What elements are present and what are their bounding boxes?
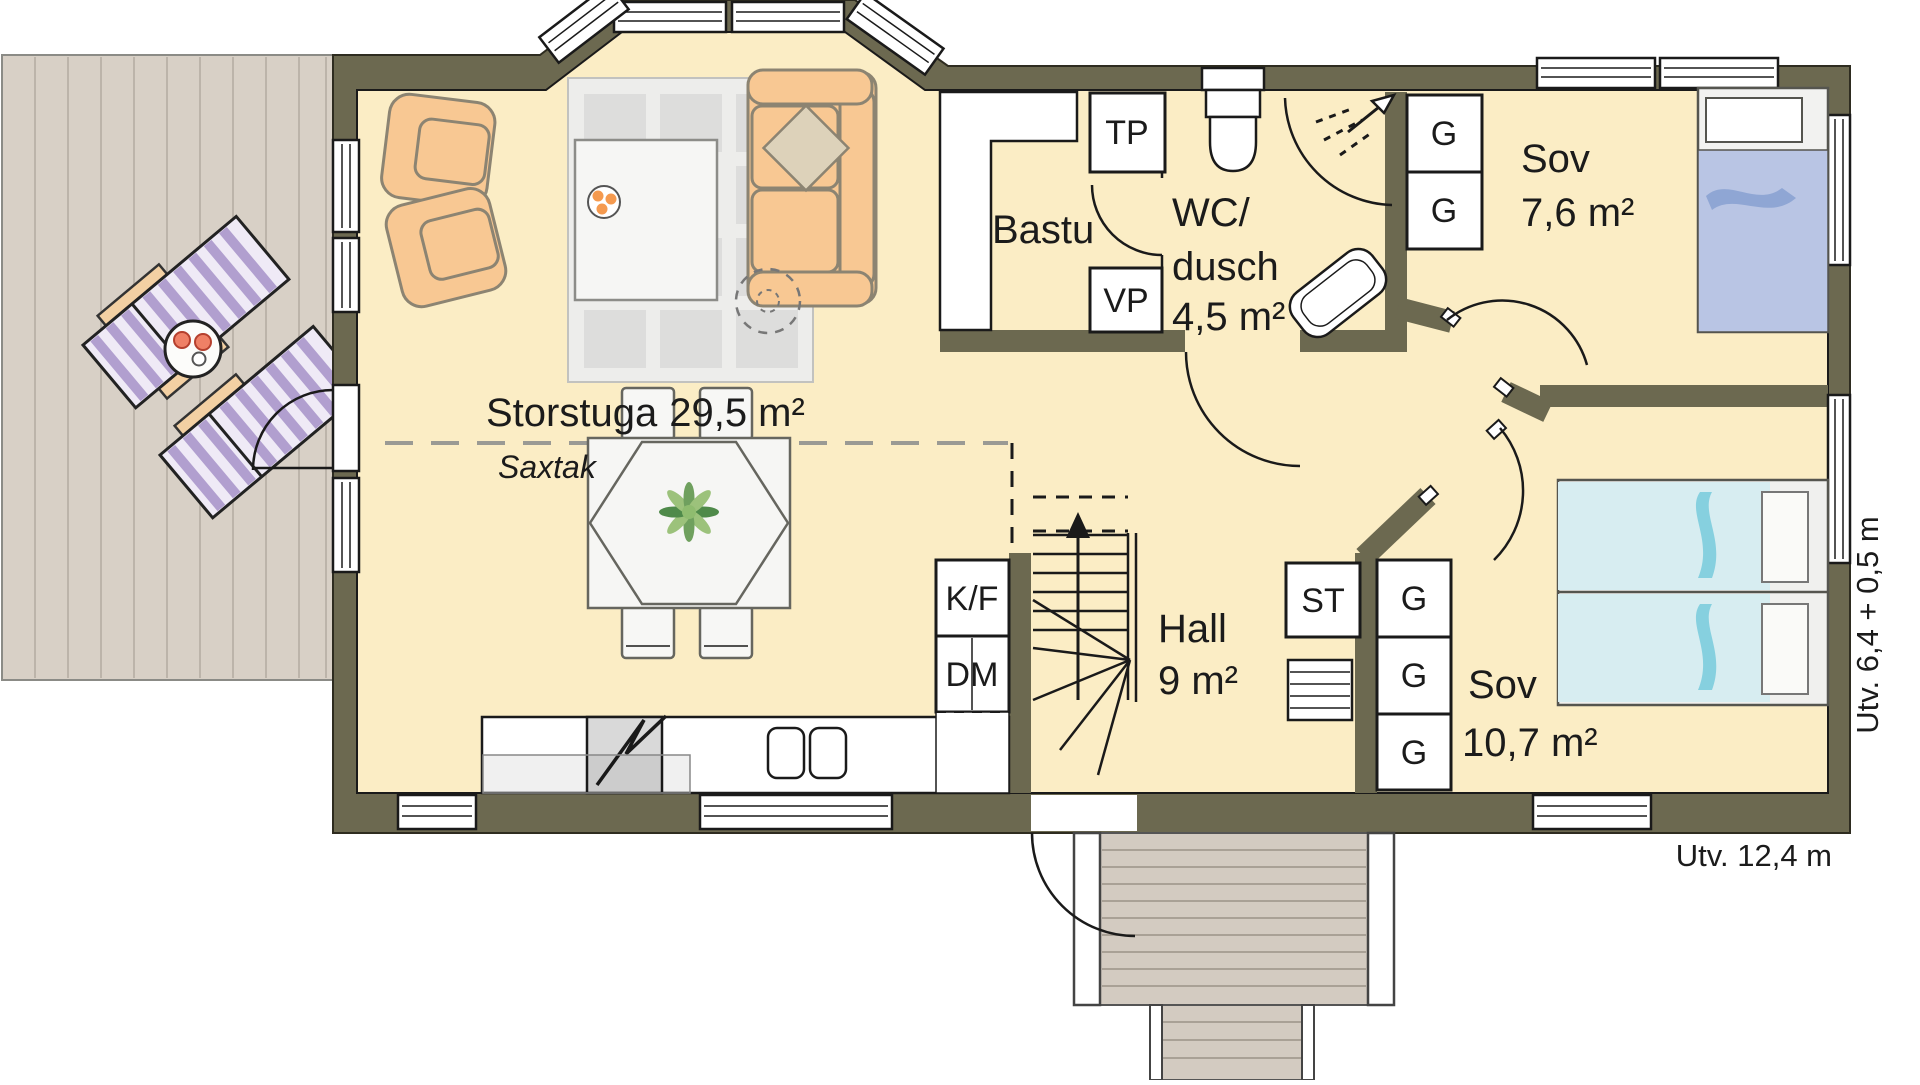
window bbox=[396, 793, 478, 831]
sov1-label: Sov bbox=[1521, 137, 1590, 181]
wardrobe-box bbox=[1405, 170, 1484, 251]
plant-icon bbox=[659, 482, 719, 542]
hall-label: Hall bbox=[1158, 607, 1227, 651]
wc-label-2: dusch bbox=[1172, 245, 1279, 289]
window bbox=[698, 793, 894, 831]
dishwasher-box bbox=[934, 634, 1011, 714]
wardrobe-label: G bbox=[1401, 734, 1427, 772]
tp-cabinet bbox=[1088, 91, 1167, 174]
toilet-icon bbox=[1200, 66, 1266, 173]
wardrobe-label: G bbox=[1401, 580, 1427, 618]
wardrobe-label: G bbox=[1431, 115, 1457, 153]
sink-icon bbox=[766, 726, 848, 780]
room-sov-large bbox=[1375, 427, 1830, 792]
bathtub-icon bbox=[1288, 247, 1388, 339]
entry-porch bbox=[1030, 831, 1396, 1081]
room-wc-dusch bbox=[1184, 66, 1397, 468]
wardrobe-label: G bbox=[1401, 657, 1427, 695]
window bbox=[1531, 793, 1653, 831]
radiator-icon bbox=[1286, 658, 1354, 722]
room-bastu bbox=[1088, 91, 1167, 334]
deck-door bbox=[251, 383, 361, 473]
bed-icon bbox=[1696, 86, 1830, 334]
porch-railing bbox=[1366, 831, 1396, 1007]
sofa-icon bbox=[746, 68, 878, 308]
dimensions: Utv. 12,4 m Utv. 6,4 + 0,5 m bbox=[1676, 516, 1885, 873]
wardrobe-box bbox=[1375, 635, 1453, 716]
wardrobe-box bbox=[1375, 712, 1453, 792]
saxtak-label: Saxtak bbox=[498, 449, 598, 485]
wardrobe-box bbox=[1405, 93, 1484, 174]
window bbox=[537, 0, 631, 65]
counter-end bbox=[935, 711, 1010, 794]
interior-walls bbox=[940, 92, 1828, 793]
hall bbox=[1032, 495, 1362, 776]
window bbox=[331, 476, 361, 574]
wc-label-1: WC/ bbox=[1172, 191, 1251, 235]
tp-label: TP bbox=[1105, 114, 1148, 152]
dining-table bbox=[586, 386, 792, 660]
sov2-label: Sov bbox=[1468, 663, 1537, 707]
shower-screen-arc bbox=[1283, 97, 1393, 207]
wc-door-arc bbox=[1184, 351, 1301, 468]
wardrobe-box bbox=[1375, 558, 1453, 639]
armchair-icon bbox=[380, 92, 497, 208]
deck bbox=[1, 54, 369, 681]
vp-cabinet bbox=[1088, 266, 1164, 334]
kf-label: K/F bbox=[946, 580, 999, 618]
closet-outline bbox=[938, 90, 1079, 332]
porch-planks bbox=[1102, 849, 1366, 987]
hall-area: 9 m² bbox=[1158, 659, 1238, 703]
dm-label: DM bbox=[946, 656, 999, 694]
window bbox=[844, 0, 946, 77]
armchair-icon bbox=[384, 187, 508, 309]
window bbox=[612, 0, 728, 34]
cushion bbox=[761, 103, 851, 193]
vp-label: VP bbox=[1103, 282, 1148, 320]
depth-dimension: Utv. 6,4 + 0,5 m bbox=[1850, 516, 1885, 733]
wc-area: 4,5 m² bbox=[1172, 295, 1285, 339]
window bbox=[1535, 56, 1657, 90]
wardrobe-label: G bbox=[1431, 192, 1457, 230]
twin-beds-icon bbox=[1556, 478, 1830, 707]
room-storstuga bbox=[380, 68, 1014, 795]
st-label: ST bbox=[1301, 582, 1344, 620]
st-cabinet bbox=[1284, 561, 1362, 639]
window bbox=[730, 0, 846, 34]
fireplace-dashed-icon bbox=[734, 267, 802, 335]
stairs-up-arrow-icon bbox=[1066, 512, 1090, 700]
staircase bbox=[1032, 495, 1138, 776]
bedroom2-door-arc bbox=[1493, 427, 1525, 561]
porch-railing bbox=[1072, 831, 1102, 1007]
sov2-area: 10,7 m² bbox=[1462, 721, 1598, 765]
sauna-door-arc bbox=[1090, 184, 1163, 257]
bastu-label: Bastu bbox=[992, 208, 1094, 252]
porch-steps bbox=[1149, 1004, 1315, 1081]
kitchen-counter bbox=[480, 714, 1011, 795]
sov1-area: 7,6 m² bbox=[1521, 191, 1634, 235]
window bbox=[1826, 393, 1852, 565]
window bbox=[331, 138, 361, 234]
width-dimension: Utv. 12,4 m bbox=[1676, 838, 1832, 873]
entry-door-opening bbox=[1031, 795, 1137, 831]
window bbox=[331, 236, 361, 314]
window bbox=[1826, 113, 1852, 267]
patio-table-icon bbox=[163, 319, 223, 379]
bedroom1-door-arc bbox=[1446, 299, 1589, 366]
coffee-table bbox=[573, 138, 719, 302]
window bbox=[1658, 56, 1780, 90]
bowl-icon bbox=[587, 185, 621, 219]
entry-door-arc bbox=[1030, 832, 1136, 938]
room-sov-small bbox=[1405, 86, 1830, 366]
shower-icon bbox=[1315, 93, 1397, 157]
windows bbox=[251, 0, 1852, 831]
